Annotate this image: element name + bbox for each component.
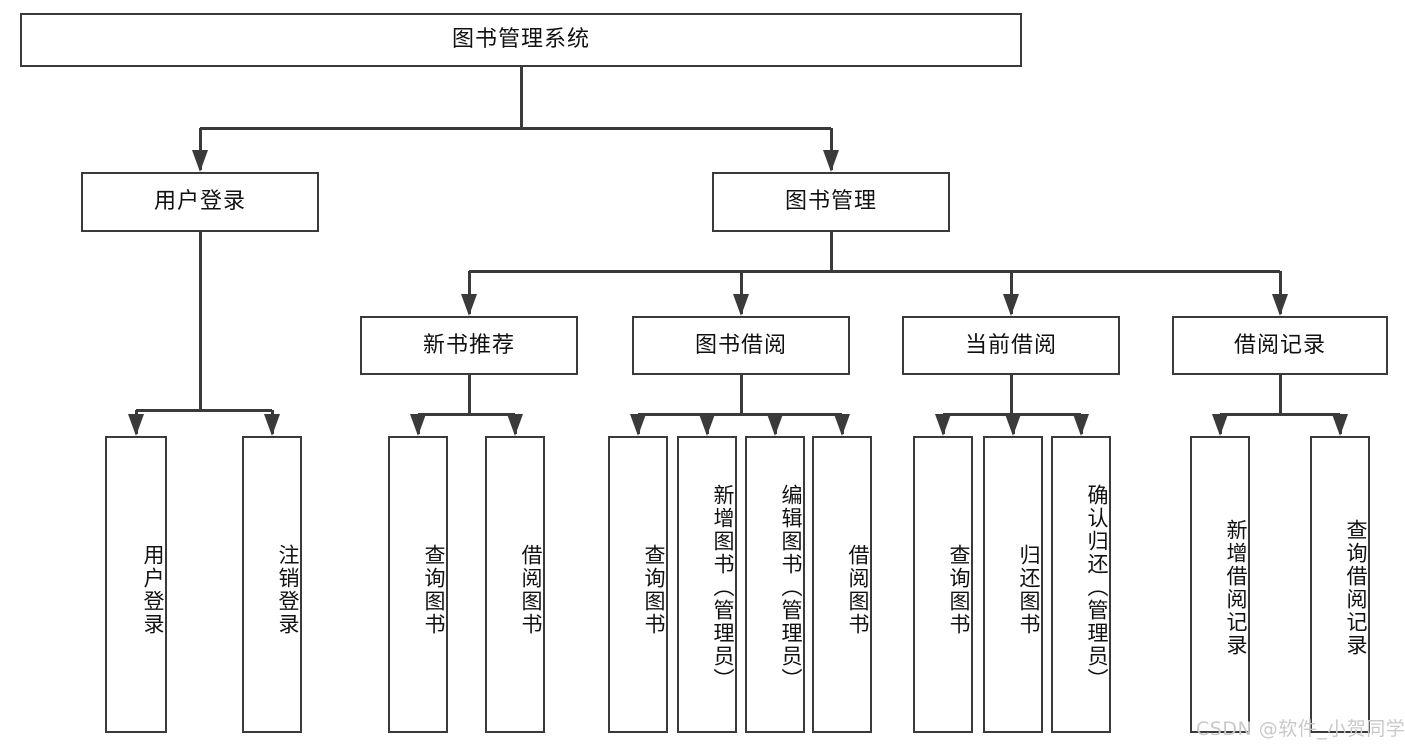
connector-stem-图书借阅: [740, 375, 743, 414]
arrow-head-leaf-9: [1005, 414, 1021, 436]
leaf-node-4: 查询图书: [608, 436, 668, 733]
connector-bus-level3: [469, 270, 1280, 273]
connector-drop-level2-0: [199, 128, 202, 170]
connector-drop-level2-1: [830, 128, 833, 170]
leaf-node-10: 确认归还（管理员）: [1051, 436, 1111, 733]
leaf-node-3: 借阅图书: [485, 436, 545, 733]
connector-stem-当前借阅: [1010, 375, 1013, 414]
connector-bus-借阅记录: [1220, 413, 1340, 416]
arrow-head-leaf-1: [264, 414, 280, 436]
arrow-head-leaf-3: [507, 414, 523, 436]
arrow-head-leaf-2: [410, 414, 426, 436]
leaf-node-0: 用户登录: [105, 436, 167, 733]
arrow-head-leaf-5: [699, 414, 715, 436]
connector-bus-图书借阅: [638, 413, 842, 416]
connector-stem-借阅记录: [1279, 375, 1282, 414]
arrow-head-leaf-12: [1332, 414, 1348, 436]
arrow-head-level3-3: [1272, 294, 1288, 316]
arrow-head-leaf-8: [935, 414, 951, 436]
arrow-head-level2-1: [823, 150, 839, 172]
leaf-node-11: 新增借阅记录: [1190, 436, 1250, 733]
connector-root-stem: [520, 67, 523, 128]
connector-bus-用户登录: [136, 409, 272, 412]
leaf-node-5: 新增图书（管理员）: [677, 436, 737, 733]
arrow-head-level2-0: [192, 150, 208, 172]
level3-node-3: 借阅记录: [1172, 316, 1388, 375]
level3-node-0: 新书推荐: [360, 316, 578, 375]
connector-bus-新书推荐: [418, 413, 515, 416]
connector-drop-level3-1: [740, 271, 743, 314]
arrow-head-level3-1: [733, 294, 749, 316]
arrow-head-leaf-10: [1073, 414, 1089, 436]
leaf-node-12: 查询借阅记录: [1310, 436, 1370, 733]
connector-stem-用户登录: [199, 232, 202, 410]
leaf-node-6: 编辑图书（管理员）: [745, 436, 805, 733]
connector-drop-level3-0: [468, 271, 471, 314]
arrow-head-leaf-7: [834, 414, 850, 436]
arrow-head-leaf-11: [1212, 414, 1228, 436]
level3-node-1: 图书借阅: [632, 316, 850, 375]
arrow-head-leaf-6: [767, 414, 783, 436]
leaf-node-9: 归还图书: [983, 436, 1043, 733]
connector-stem-新书推荐: [468, 375, 471, 414]
level2-node-0: 用户登录: [81, 172, 319, 232]
leaf-node-2: 查询图书: [388, 436, 448, 733]
connector-bus-level2: [200, 127, 831, 130]
arrow-head-level3-0: [461, 294, 477, 316]
leaf-node-7: 借阅图书: [812, 436, 872, 733]
level2-node-1: 图书管理: [712, 172, 950, 232]
arrow-head-leaf-4: [630, 414, 646, 436]
connector-book-management-stem: [830, 232, 833, 271]
arrow-head-level3-2: [1003, 294, 1019, 316]
arrow-head-leaf-0: [128, 414, 144, 436]
leaf-node-8: 查询图书: [913, 436, 973, 733]
connector-drop-level3-2: [1010, 271, 1013, 314]
leaf-node-1: 注销登录: [242, 436, 302, 733]
level3-node-2: 当前借阅: [902, 316, 1120, 375]
connector-drop-level3-3: [1279, 271, 1282, 314]
root-node-book-management-system: 图书管理系统: [20, 13, 1022, 67]
